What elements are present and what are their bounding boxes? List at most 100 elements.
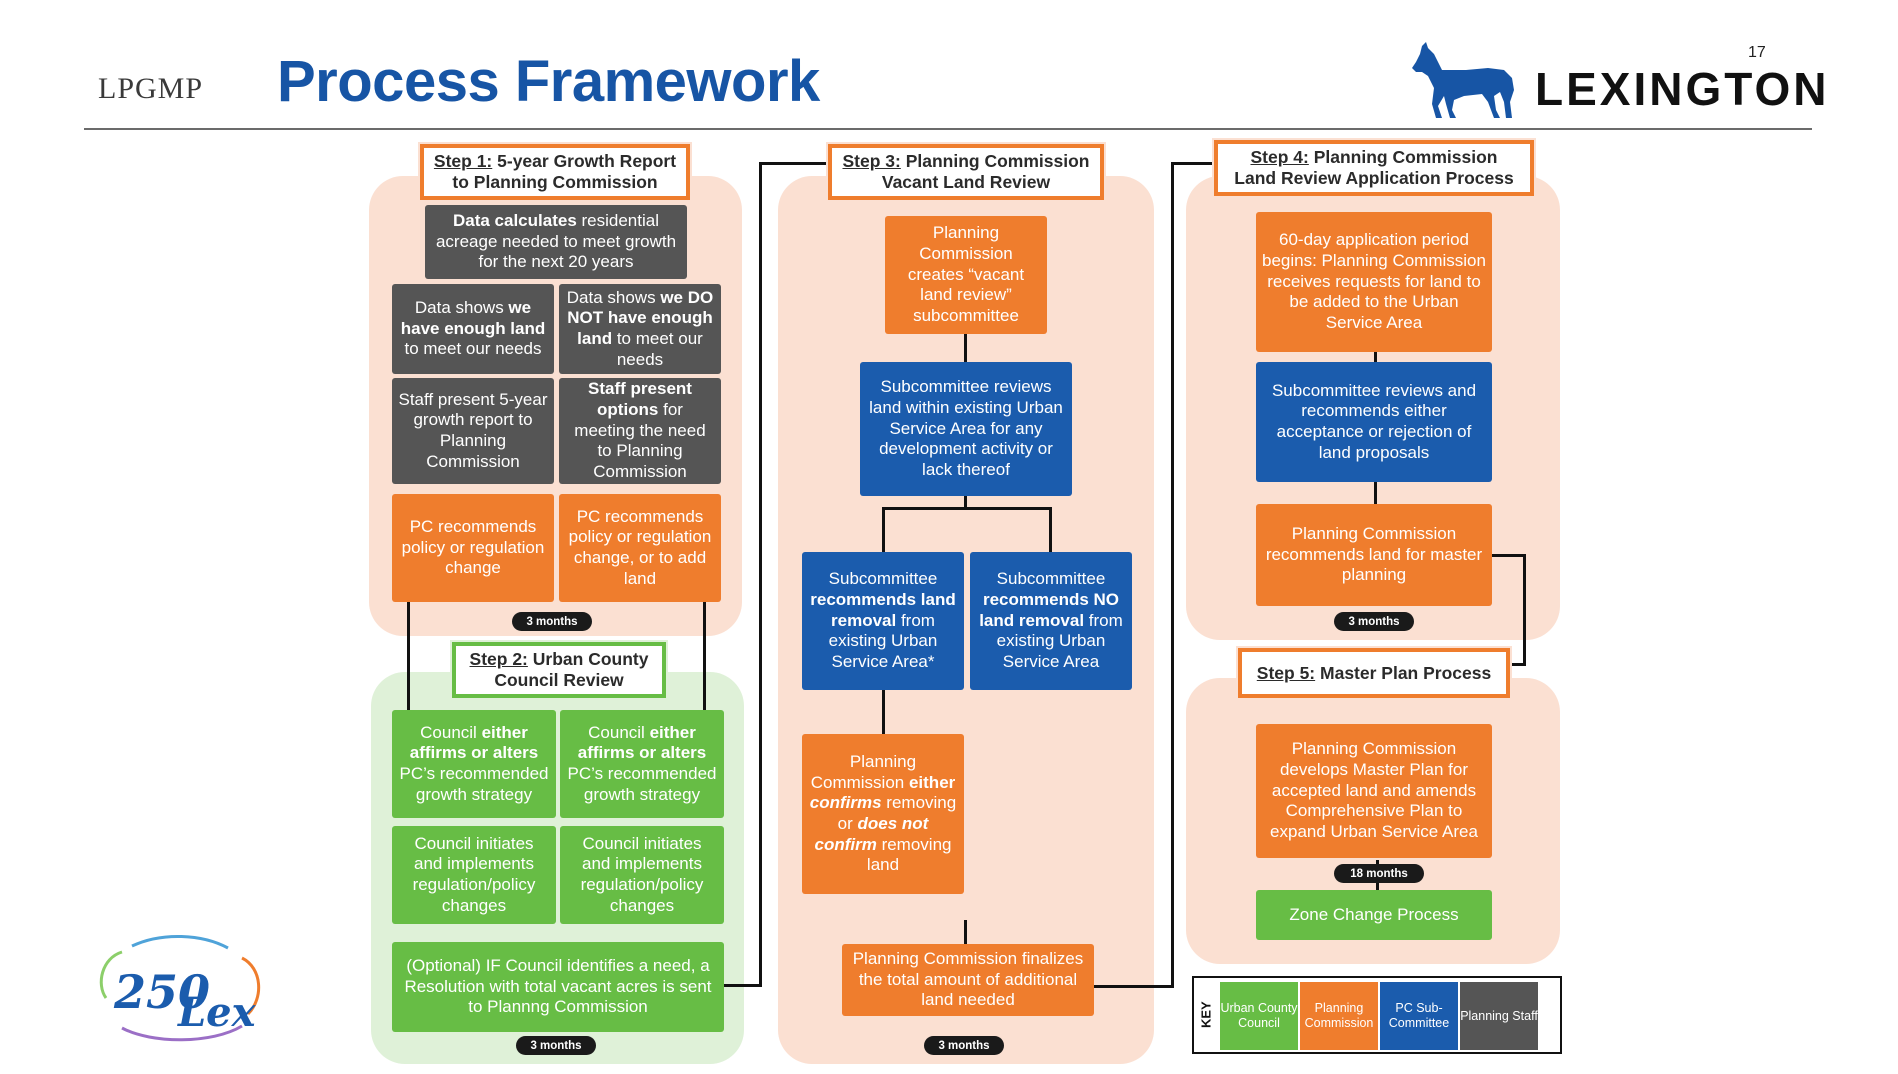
step3-title-text: Planning Commission [905, 151, 1090, 171]
connector [1049, 507, 1052, 553]
step2-duration-badge: 3 months [516, 1036, 596, 1055]
pc-recommends-right-box: PC recommends policy or regulation chang… [559, 494, 721, 602]
connector [703, 600, 706, 712]
text: PC’s recommended growth strategy [567, 764, 717, 804]
page-number: 17 [1748, 44, 1766, 61]
text: to meet our needs [612, 329, 703, 369]
recommends-land-removal-box: Subcommittee recommends land removal fro… [802, 552, 964, 690]
step3-label: Step 3: [842, 151, 901, 171]
connector [882, 507, 885, 553]
step1-title-text: 5-year Growth Report [497, 151, 677, 171]
text: Council [588, 722, 650, 742]
text: Data shows [566, 287, 661, 307]
text: Council [420, 722, 482, 742]
emphasis: either affirms or alters [409, 722, 539, 763]
text: Subcommittee [828, 569, 938, 589]
svg-text:Lex: Lex [177, 989, 257, 1036]
pc-finalizes-box: Planning Commission finalizes the total … [842, 944, 1094, 1016]
emphasis: we have enough land [400, 297, 546, 338]
emphasis: does not confirm [814, 814, 929, 854]
data-calculates-box: Data calculates residential acreage need… [425, 205, 687, 279]
step5-duration-badge: 18 months [1334, 864, 1424, 883]
pc-recommends-master-planning-box: Planning Commission recommends land for … [1256, 504, 1492, 606]
page-title: Process Framework [277, 49, 820, 114]
text: Subcommittee [996, 569, 1106, 589]
text: Planning Commission [810, 751, 917, 792]
lexington-brand: LEXINGTON [1535, 63, 1830, 115]
text: residential acreage needed to meet growt… [435, 210, 677, 272]
header-divider [84, 128, 1812, 130]
not-enough-land-box: Data shows we DO NOT have enough land to… [559, 284, 721, 374]
text: PC’s recommended growth strategy [399, 764, 549, 804]
step3-title: Step 3: Planning Commission Vacant Land … [828, 144, 1104, 200]
legend-key: KEY Urban County Council Planning Commis… [1192, 976, 1562, 1054]
key-council: Urban County Council [1220, 982, 1298, 1050]
250-lex-logo: 250 Lex [99, 934, 261, 1042]
step3-title-line2: Vacant Land Review [881, 172, 1051, 192]
emphasis: Staff present options [588, 379, 692, 419]
svg-text:250: 250 [113, 965, 210, 1019]
application-period-box: 60-day application period begins: Planni… [1256, 212, 1492, 352]
connector [1171, 162, 1174, 988]
council-affirms-left-box: Council either affirms or alters PC’s re… [392, 710, 556, 818]
connector [759, 162, 829, 165]
connector [722, 984, 762, 987]
council-affirms-right-box: Council either affirms or alters PC’s re… [560, 710, 724, 818]
step2-title-line2: Council Review [494, 670, 624, 690]
text: removing land [866, 834, 952, 875]
connector [1506, 663, 1526, 666]
connector [1492, 554, 1526, 557]
connector [1523, 554, 1526, 666]
staff-report-box: Staff present 5-year growth report to Pl… [392, 378, 554, 484]
connector [882, 690, 885, 734]
connector [1171, 162, 1215, 165]
connector [882, 507, 1052, 510]
step2-label: Step 2: [469, 649, 528, 669]
text: from existing Urban Service Area* [828, 610, 938, 672]
connector [1094, 985, 1174, 988]
step5-title: Step 5: Master Plan Process [1238, 648, 1510, 698]
text: removing or [837, 793, 957, 833]
step4-title-text: Planning Commission [1313, 147, 1498, 167]
pc-recommends-left-box: PC recommends policy or regulation chang… [392, 494, 554, 602]
subcommittee-reviews-box: Subcommittee reviews land within existin… [860, 362, 1072, 496]
enough-land-box: Data shows we have enough land to meet o… [392, 284, 554, 374]
step1-title: Step 1: 5-year Growth Report to Planning… [420, 144, 690, 200]
text: from existing Urban Service Area [996, 610, 1123, 672]
emphasis: Data calculates [452, 210, 577, 230]
key-planning-commission: Planning Commission [1300, 982, 1378, 1050]
text: Data shows [414, 297, 509, 317]
step4-duration-badge: 3 months [1334, 612, 1414, 631]
connector [407, 600, 410, 712]
connector [759, 162, 762, 987]
horse-logo-icon [1412, 42, 1514, 118]
key-label: KEY [1198, 1001, 1214, 1029]
step4-title-line2: Land Review Application Process [1234, 168, 1514, 188]
step5-title-text: Master Plan Process [1320, 662, 1492, 683]
emphasis: either affirms or alters [577, 722, 707, 763]
pc-confirms-removal-box: Planning Commission either confirms remo… [802, 734, 964, 894]
step2-title-text: Urban County [532, 649, 649, 669]
key-planning-staff: Planning Staff [1460, 982, 1538, 1050]
emphasis: confirms [809, 793, 882, 813]
step1-duration-badge: 3 months [512, 612, 592, 631]
connector [964, 494, 967, 510]
lpgmp-label: LPGMP [98, 72, 204, 105]
emphasis: we DO NOT have enough land [567, 287, 714, 348]
step5-label: Step 5: [1256, 662, 1316, 683]
subcommittee-recommends-box: Subcommittee reviews and recommends eith… [1256, 362, 1492, 482]
text: for meeting the need to Planning Commiss… [574, 399, 706, 482]
text: to meet our needs [404, 339, 542, 359]
council-implements-left-box: Council initiates and implements regulat… [392, 826, 556, 924]
emphasis: recommends NO land removal [979, 589, 1120, 630]
key-pc-subcommittee: PC Sub-Committee [1380, 982, 1458, 1050]
council-optional-box: (Optional) IF Council identifies a need,… [392, 942, 724, 1032]
master-plan-box: Planning Commission develops Master Plan… [1256, 724, 1492, 858]
emphasis: either [908, 772, 956, 792]
connector [1374, 482, 1377, 506]
connector [964, 333, 967, 363]
step3-duration-badge: 3 months [924, 1036, 1004, 1055]
step2-title: Step 2: Urban County Council Review [452, 642, 666, 698]
zone-change-box: Zone Change Process [1256, 890, 1492, 940]
